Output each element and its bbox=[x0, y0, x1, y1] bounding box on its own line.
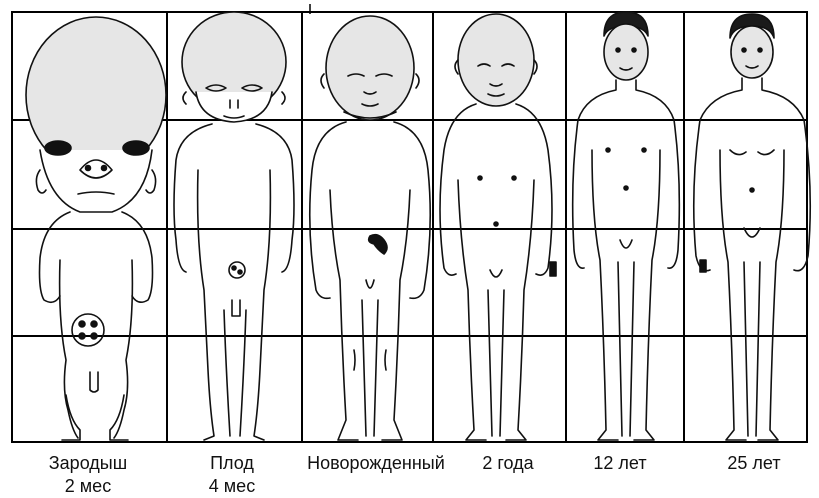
fetus-arm-left bbox=[174, 124, 212, 272]
embryo-eye-left bbox=[45, 141, 71, 155]
adult-head bbox=[731, 26, 773, 78]
embryo-arm-left bbox=[40, 212, 71, 302]
figure-25-years bbox=[694, 14, 811, 440]
stage-label-text: 25 лет bbox=[704, 452, 804, 475]
fetus-umbilicus bbox=[229, 262, 245, 278]
newborn-arm-left bbox=[310, 122, 346, 298]
adult-arm-right bbox=[762, 78, 810, 271]
embryo-eye-right bbox=[123, 141, 149, 155]
preteen-arm-right bbox=[636, 80, 679, 268]
embryo-arm-right bbox=[122, 212, 153, 302]
toddler-navel bbox=[494, 222, 498, 226]
preteen-head bbox=[604, 24, 648, 80]
adult-navel bbox=[750, 188, 754, 192]
stage-label-embryo: Зародыш 2 мес bbox=[18, 452, 158, 498]
stage-label-text: 12 лет bbox=[574, 452, 666, 475]
stage-label-text: Зародыш bbox=[18, 452, 158, 475]
adult-arm-left bbox=[694, 78, 742, 271]
newborn-arm-right bbox=[394, 122, 430, 298]
figure-fetus bbox=[174, 12, 294, 440]
toddler-head bbox=[458, 14, 534, 106]
newborn-umbilicus bbox=[369, 235, 387, 254]
stage-label-text: 2 года bbox=[462, 452, 554, 475]
stage-label-text: Плод bbox=[176, 452, 288, 475]
embryo-torso-left bbox=[60, 260, 78, 438]
stage-label-2-years: 2 года bbox=[462, 452, 554, 475]
embryo-umbilicus bbox=[72, 314, 104, 346]
preteen-navel bbox=[624, 186, 628, 190]
stage-sublabel-text: 4 мес bbox=[176, 475, 288, 498]
stage-label-12-years: 12 лет bbox=[574, 452, 666, 475]
fetus-arm-right bbox=[256, 124, 294, 272]
figure-12-years bbox=[573, 12, 680, 440]
stage-label-fetus: Плод 4 мес bbox=[176, 452, 288, 498]
figure-2-years bbox=[440, 14, 556, 440]
stage-label-newborn: Новорожденный bbox=[290, 452, 462, 475]
embryo-torso-right bbox=[114, 260, 132, 438]
preteen-arm-left bbox=[573, 80, 616, 268]
newborn-head bbox=[326, 16, 414, 120]
stage-sublabel-text: 2 мес bbox=[18, 475, 158, 498]
stage-label-25-years: 25 лет bbox=[704, 452, 804, 475]
stage-label-text: Новорожденный bbox=[290, 452, 462, 475]
